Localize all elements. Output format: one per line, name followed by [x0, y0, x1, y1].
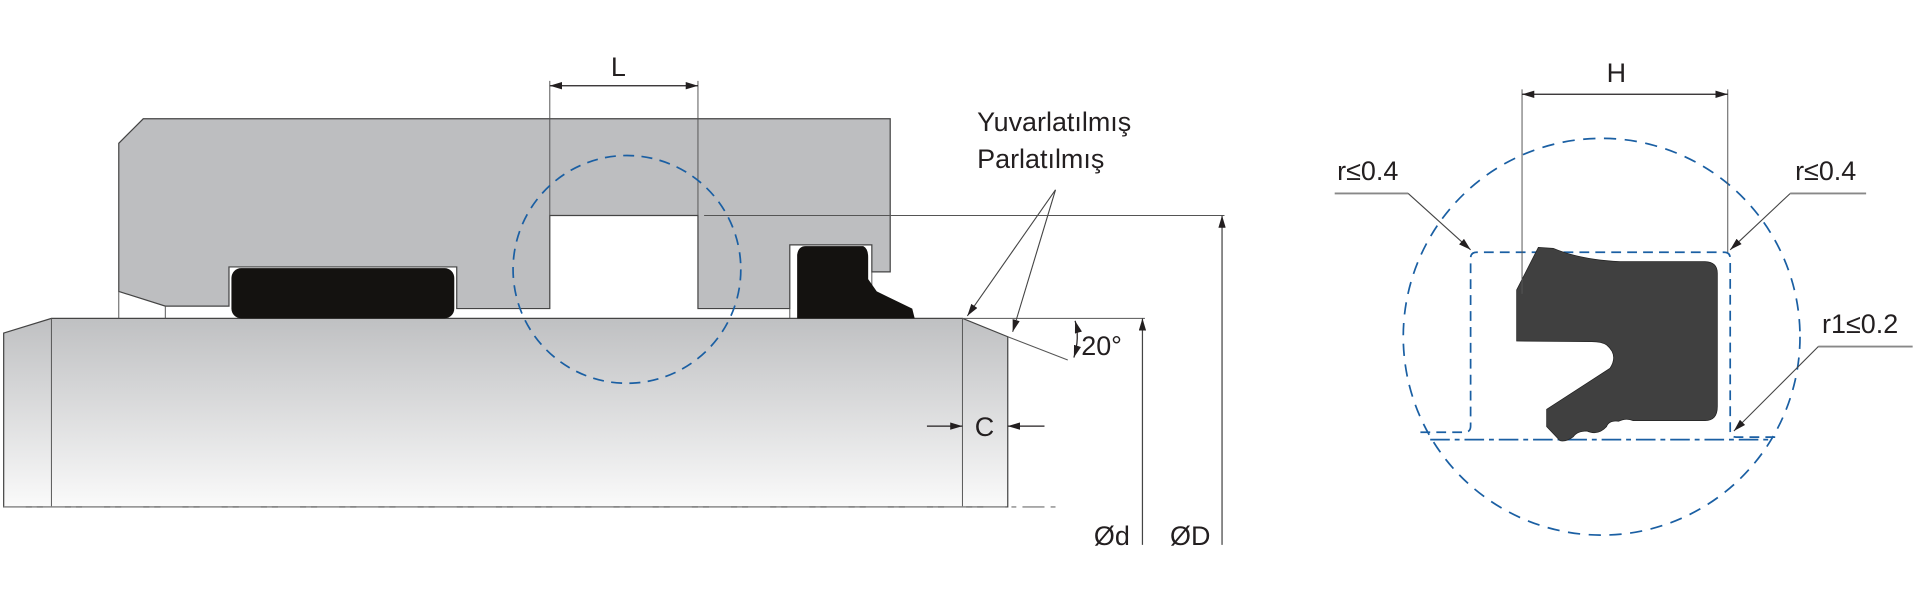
radius-r1-leader [1733, 346, 1819, 432]
detail-circle [1402, 137, 1801, 536]
annotation-rounded: Yuvarlatılmış [977, 107, 1131, 137]
wiper-seal [797, 246, 915, 319]
angle-ext [1007, 336, 1068, 361]
radius-left-leader [1407, 193, 1471, 251]
dim-L-label: L [611, 52, 626, 82]
rod [3, 317, 1009, 508]
dim-H-label: H [1607, 58, 1626, 88]
dim-d-label: Ød [1094, 521, 1130, 551]
dim-D-label: ØD [1170, 521, 1210, 551]
annotation-leader-2 [1012, 189, 1057, 332]
radius-right-leader [1729, 193, 1791, 251]
seal-profile [1516, 246, 1718, 442]
annotation-polished: Parlatılmış [977, 144, 1104, 174]
static-seal [231, 268, 455, 319]
angle-arc [1073, 320, 1082, 358]
seal-profile-detail: H r≤0.4 r≤0.4 r1≤0.2 [1334, 58, 1913, 536]
detail-circle-marker [512, 154, 742, 385]
radius-right-label: r≤0.4 [1795, 156, 1856, 186]
assembly-section-view: L Ød ØD 20° Yuvarlatılmış Parlatılmış C [3, 52, 1226, 551]
radius-left-label: r≤0.4 [1337, 156, 1398, 186]
annotation-leader-1 [966, 189, 1056, 317]
radius-r1-label: r1≤0.2 [1822, 309, 1898, 339]
angle-label: 20° [1081, 331, 1122, 361]
dim-C-label: C [975, 412, 994, 442]
groove-outline [1420, 251, 1776, 438]
